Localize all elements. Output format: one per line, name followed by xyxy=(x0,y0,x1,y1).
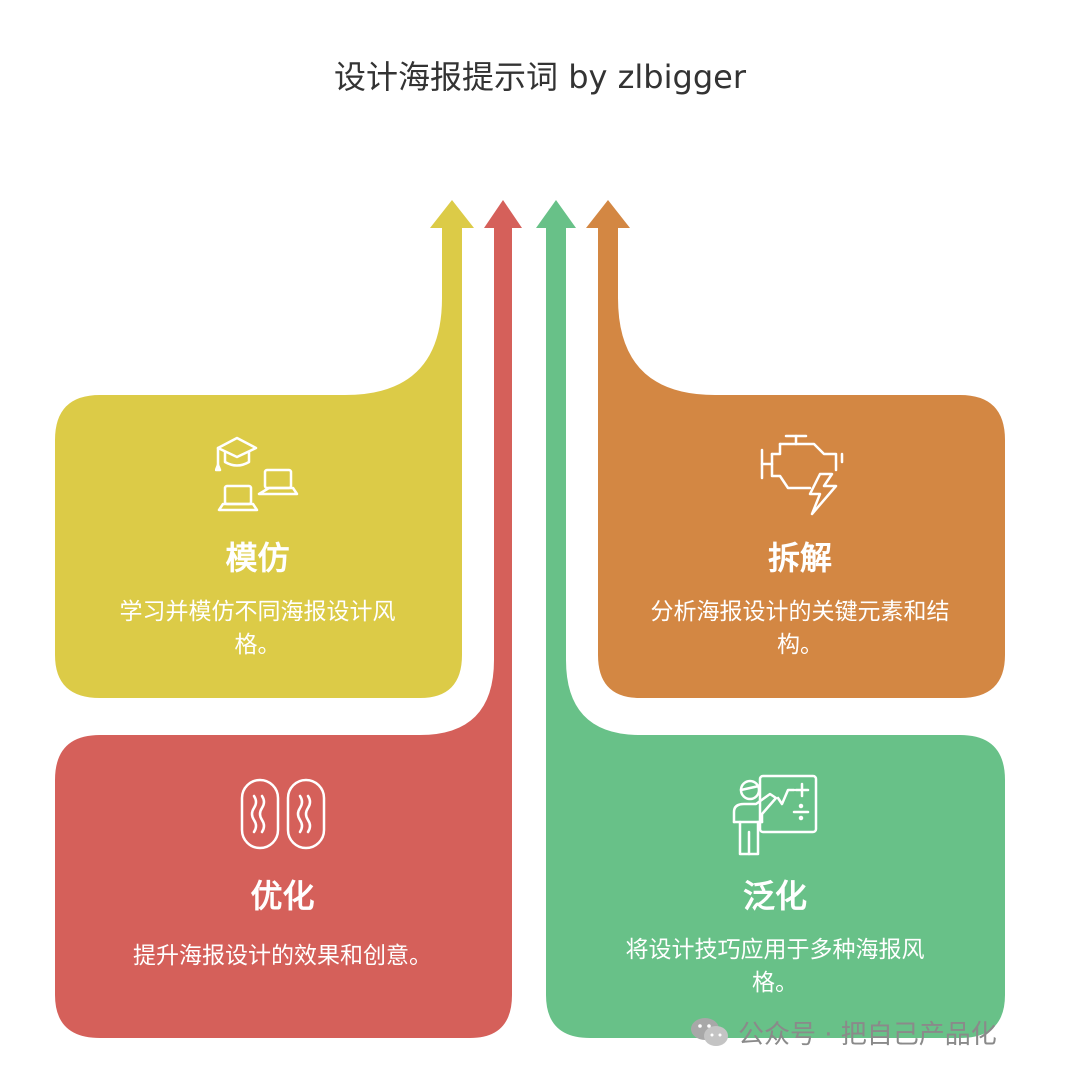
card-imitate-text: 模仿 学习并模仿不同海报设计风格。 xyxy=(95,538,420,662)
engine-lightning-icon xyxy=(760,434,844,516)
card-optimize-shape xyxy=(55,200,522,1038)
card-deconstruct-description: 分析海报设计的关键元素和结构。 xyxy=(650,599,950,658)
card-generalize-description: 将设计技巧应用于多种海报风格。 xyxy=(625,937,925,996)
card-deconstruct-title: 拆解 xyxy=(767,539,832,577)
card-imitate-description: 学习并模仿不同海报设计风格。 xyxy=(119,599,396,658)
card-optimize-text: 优化 提升海报设计的效果和创意。 xyxy=(95,876,470,973)
diagram-title: 设计海报提示词 by zlbigger xyxy=(334,58,746,96)
card-deconstruct-shape xyxy=(586,200,1005,698)
card-imitate-title: 模仿 xyxy=(225,539,290,577)
card-generalize-title: 泛化 xyxy=(742,877,807,915)
watermark-text: 公众号 · 把自己产品化 xyxy=(738,1019,997,1050)
card-imitate-shape xyxy=(55,200,474,698)
wechat-icon xyxy=(691,1018,728,1046)
graduation-cap-laptops-icon xyxy=(215,436,299,512)
watermark: 公众号 · 把自己产品化 xyxy=(690,1012,997,1052)
card-generalize-text: 泛化 将设计技巧应用于多种海报风格。 xyxy=(595,876,955,1000)
card-generalize-shape xyxy=(536,200,1005,1038)
card-optimize-description: 提升海报设计的效果和创意。 xyxy=(133,943,432,969)
heating-capsules-icon xyxy=(240,778,326,850)
card-optimize-title: 优化 xyxy=(250,877,315,915)
teacher-board-icon xyxy=(732,774,818,856)
card-deconstruct-text: 拆解 分析海报设计的关键元素和结构。 xyxy=(640,538,960,662)
